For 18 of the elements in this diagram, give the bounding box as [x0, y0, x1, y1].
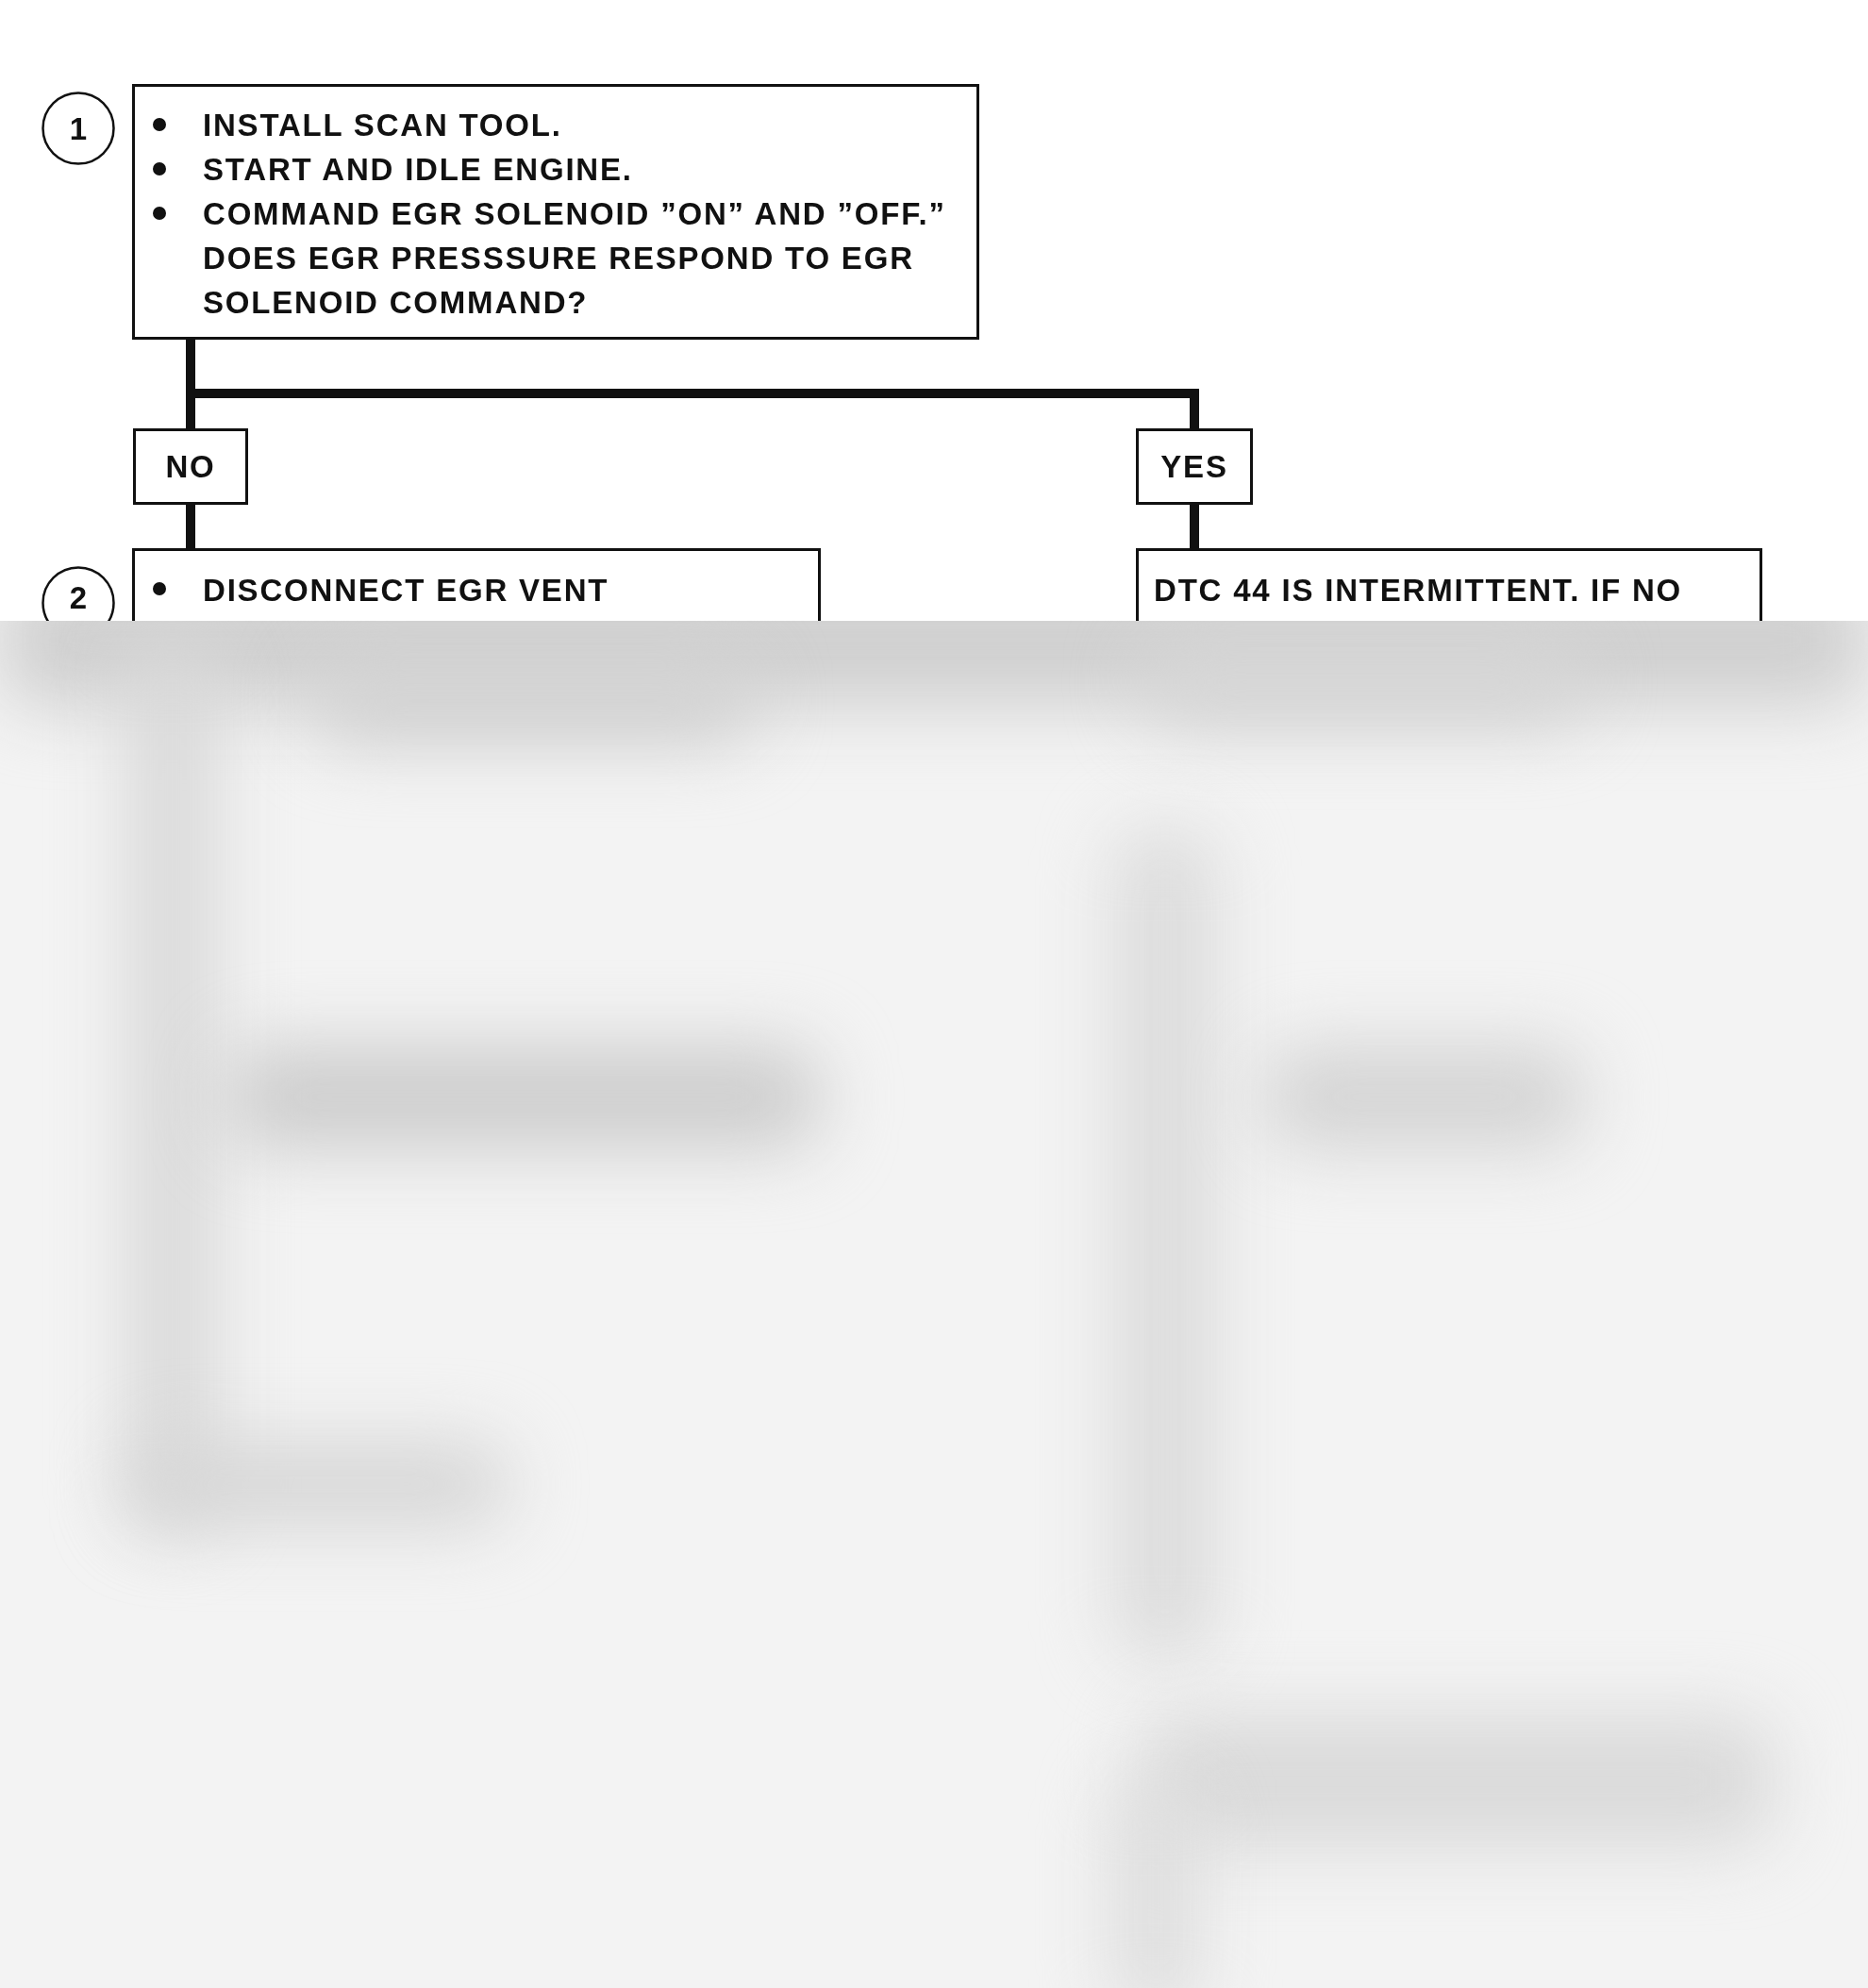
instruction-text: START AND IDLE ENGINE. — [203, 151, 633, 189]
instruction-text: INSTALL SCAN TOOL. — [203, 107, 562, 144]
instruction-box — [132, 548, 821, 621]
instruction-text: DOES EGR PRESSSURE RESPOND TO EGR SOLENOID COMMAND? — [203, 240, 915, 322]
step-number: 2 — [68, 582, 89, 613]
step-number: 1 — [68, 113, 89, 144]
connector-line — [186, 505, 195, 548]
answer-label: NO — [165, 451, 216, 482]
answer-tag — [133, 428, 248, 505]
step-number-circle — [42, 92, 115, 165]
instruction-box — [1136, 548, 1762, 621]
answer-label: YES — [1160, 451, 1228, 482]
instruction-text: COMMAND EGR SOLENOID ”ON” AND ”OFF.” — [203, 195, 946, 233]
instruction-text: DISCONNECT EGR VENT — [203, 575, 609, 606]
instruction-box — [132, 84, 979, 340]
instruction-text: DTC 44 IS INTERMITTENT. IF NO — [1154, 575, 1683, 606]
connector-line — [1190, 505, 1199, 548]
answer-tag — [1136, 428, 1253, 505]
